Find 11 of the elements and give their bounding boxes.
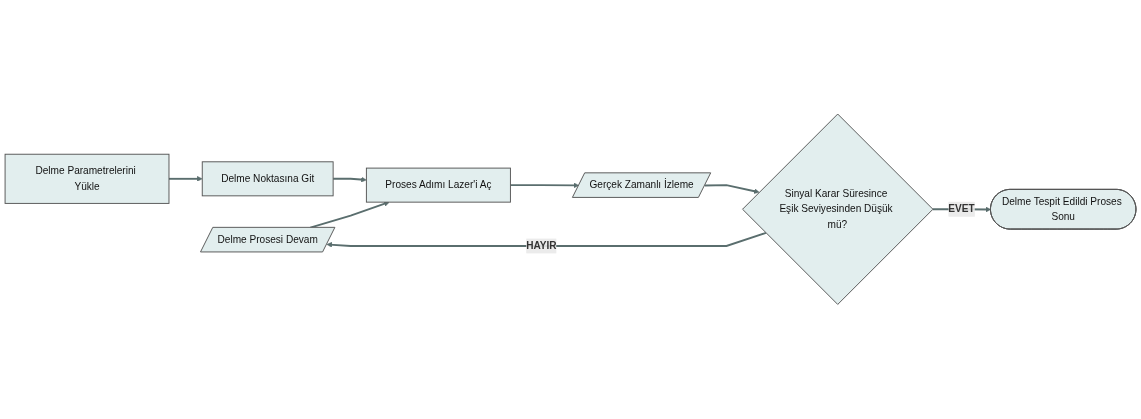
arrow	[509, 182, 580, 189]
node-box: Delme Parametrelerini Yükle	[4, 154, 170, 205]
arrow	[168, 176, 203, 182]
arrow	[326, 232, 767, 248]
node-box: Proses Adımı Lazer'i Aç	[365, 167, 511, 203]
node-box: Delme Noktasına Git	[201, 161, 334, 197]
arrow	[703, 184, 760, 195]
node-diamond: Sinyal Karar Süresince Eşik Seviyesinden Düşük mü?	[742, 113, 934, 306]
edge-label: EVET	[948, 203, 975, 215]
edge-label: HAYIR	[526, 240, 557, 252]
arrow	[332, 177, 367, 183]
